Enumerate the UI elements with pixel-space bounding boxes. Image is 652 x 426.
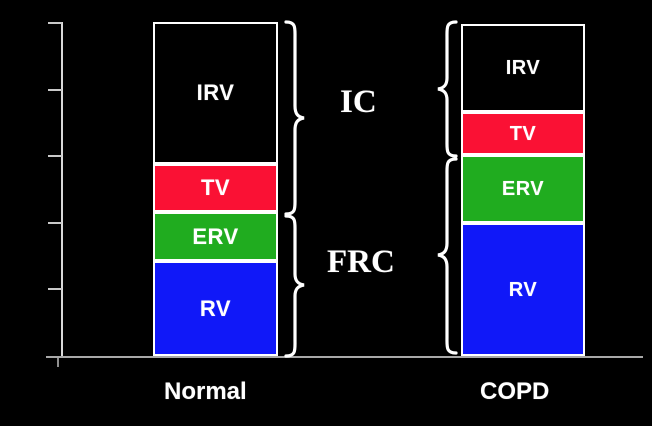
segment-label-irv: IRV: [196, 80, 235, 105]
y-axis-tick-3: [48, 155, 62, 157]
y-axis-tick-5: [48, 288, 62, 290]
segment-label-rv: RV: [508, 278, 538, 301]
category-label-normal: Normal: [164, 378, 247, 405]
segment-copd-irv[interactable]: IRV: [461, 24, 585, 112]
brace-normal-frc: [284, 214, 305, 358]
segment-label-erv: ERV: [501, 178, 545, 200]
x-axis-tick-center: [57, 358, 59, 367]
segment-copd-erv[interactable]: ERV: [461, 155, 585, 223]
brace-copd-frc: [437, 157, 458, 355]
segment-copd-tv[interactable]: TV: [461, 112, 585, 155]
segment-label-irv: IRV: [505, 57, 541, 79]
y-axis-tick-2: [48, 89, 62, 91]
brace-normal-ic: [284, 20, 305, 216]
brace-copd-ic: [437, 20, 458, 158]
y-axis-line: [61, 22, 63, 358]
y-axis-tick-1: [48, 22, 62, 24]
bar-normal[interactable]: IRV TV ERV RV: [153, 22, 278, 356]
segment-normal-tv[interactable]: TV: [153, 164, 278, 212]
y-axis-tick-4: [48, 222, 62, 224]
segment-normal-irv[interactable]: IRV: [153, 22, 278, 164]
category-label-copd: COPD: [480, 378, 550, 405]
segment-label-erv: ERV: [192, 223, 239, 249]
segment-label-rv: RV: [199, 295, 232, 321]
segment-label-tv: TV: [509, 122, 537, 145]
segment-copd-rv[interactable]: RV: [461, 223, 585, 356]
segment-normal-rv[interactable]: RV: [153, 261, 278, 356]
segment-normal-erv[interactable]: ERV: [153, 212, 278, 261]
capacity-label-ic: IC: [340, 84, 377, 120]
segment-label-tv: TV: [200, 175, 231, 200]
bar-copd[interactable]: IRV TV ERV RV: [461, 24, 585, 356]
capacity-label-frc: FRC: [327, 244, 395, 280]
x-axis-line: [46, 356, 643, 358]
